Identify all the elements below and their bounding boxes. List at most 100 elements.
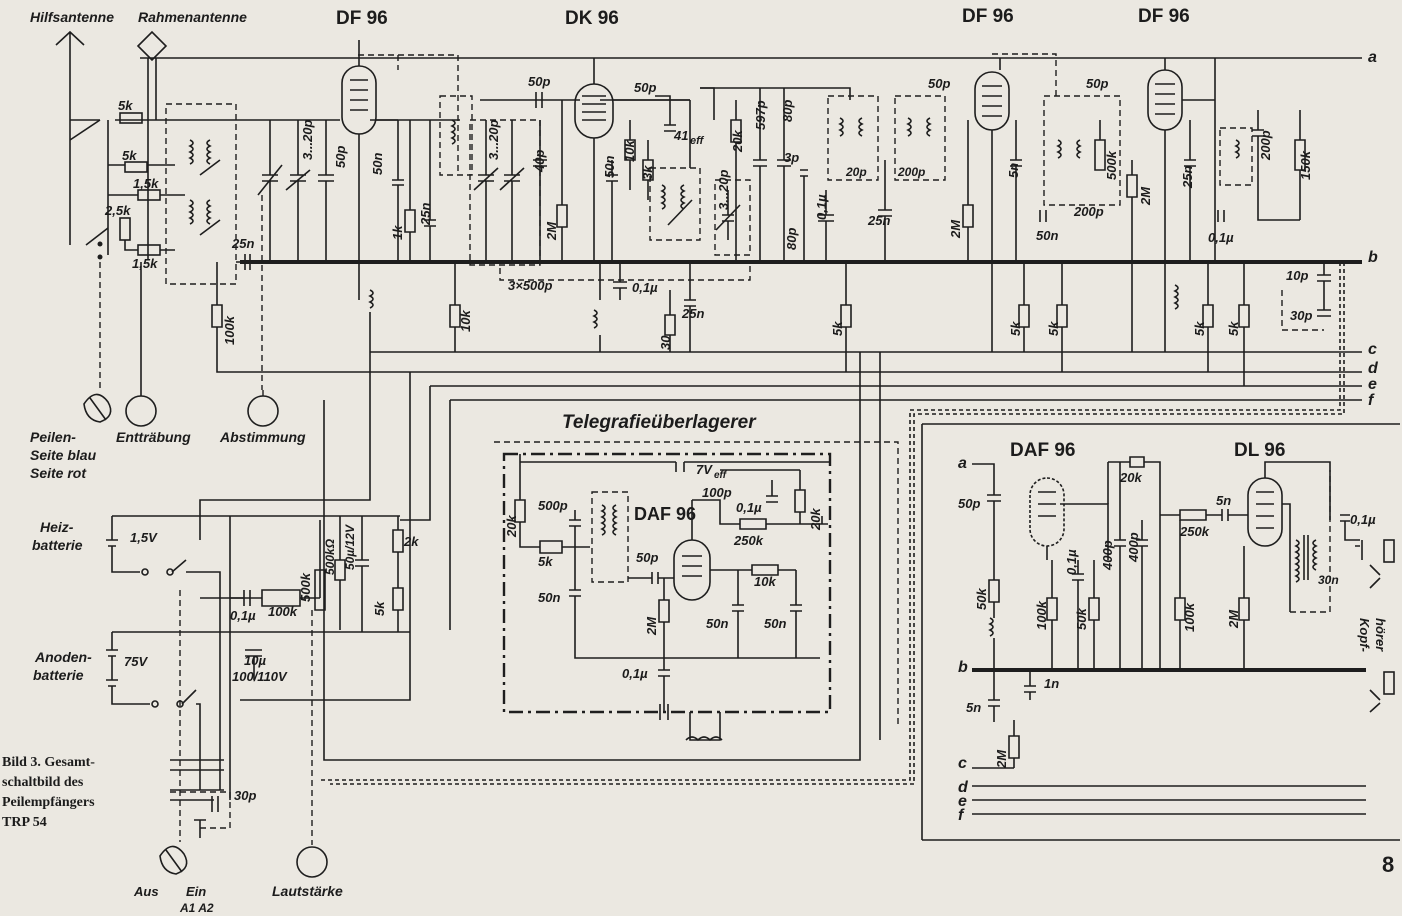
tuning-caps-1 (257, 120, 334, 390)
label-r20k-a: 20k (730, 130, 745, 153)
label-r10k-a: 10k (458, 310, 473, 332)
tube-label-daf96-bfo: DAF 96 (634, 504, 696, 524)
tube-label-df96-1: DF 96 (336, 8, 388, 29)
label-r10k-c: 10k (754, 574, 776, 589)
label-r5k-1: 5k (118, 98, 133, 113)
label-r2M-b: 2M (948, 219, 963, 239)
tube-df96-2 (974, 53, 1057, 131)
label-r500k-c: 500kΩ (323, 538, 337, 575)
label-r2M-f: 2M (994, 749, 1009, 769)
label-r250k-b: 250k (1179, 524, 1210, 539)
label-r500k: 500k (1104, 150, 1119, 180)
label-r5k-2: 5k (122, 148, 137, 163)
af-bus-e: e (958, 793, 967, 810)
caption-line-1: Bild 3. Gesamt- (2, 755, 95, 770)
volume-knob-icon[interactable] (296, 846, 328, 878)
label-eff: eff (690, 135, 705, 147)
label-r25k: 2,5k (104, 203, 131, 218)
caption-line-3: Peilempfängers (2, 795, 95, 810)
label-c10u: 10µ (244, 653, 266, 668)
label-c25n-a: 25n (231, 236, 254, 251)
label-r2M-c: 2M (1138, 186, 1153, 206)
label-r1k-a: 1k (390, 225, 405, 240)
af-bus-b: b (958, 659, 968, 676)
volume-label: Lautstärke (272, 883, 343, 899)
entstoerung-label: Entträbung (116, 429, 191, 445)
label-c10u-v: 100/110V (232, 669, 288, 684)
switch-off-label: Aus (133, 884, 159, 899)
bus-label-c: c (1368, 341, 1377, 358)
label-c80p-b: 80p (784, 228, 799, 250)
label-r3k: 3k (640, 165, 655, 180)
label-r5k-c: 5k (1046, 321, 1061, 336)
label-c50p-c: 50p (634, 80, 656, 95)
label-c01u-f: 0,1µ (230, 608, 256, 623)
label-c25n-d: 25n (867, 213, 890, 228)
label-c50n-e: 50n (706, 616, 728, 631)
label-c10p: 10p (1286, 268, 1308, 283)
label-c200p-b: 200p (1073, 204, 1104, 219)
af-bus-f: f (958, 807, 965, 824)
loop-antenna-label: Rahmenantenne (138, 9, 247, 25)
label-c25n-e: 25n (1180, 166, 1195, 189)
label-r2M-e: 2M (1226, 609, 1241, 629)
label-c500p: 500p (538, 498, 568, 513)
label-c400p-b: 400p (1126, 532, 1141, 563)
label-c3-20p-b: 3...20p (486, 119, 501, 160)
label-v41: 41 (673, 128, 688, 143)
label-r500k-b: 500k (298, 572, 313, 602)
label-c100p: 100p (702, 485, 732, 500)
bus-label-d: d (1368, 360, 1379, 377)
label-c400p-a: 400p (1100, 540, 1115, 571)
label-r10k-b: 10k (622, 140, 637, 162)
label-c50p-g: 50p (958, 496, 980, 511)
label-r20k-c: 20k (808, 508, 823, 531)
label-c50n-f: 50n (764, 616, 786, 631)
label-c01u-b: 0,1µ (632, 280, 658, 295)
label-c30p: 30p (1290, 308, 1312, 323)
label-r150k: 150k (1298, 150, 1313, 180)
label-c01u-g: 0,1µ (1064, 549, 1079, 575)
tube-label-df96-3: DF 96 (1138, 6, 1190, 27)
bus-label-f: f (1368, 392, 1375, 409)
label-c01u-e: 0,1µ (622, 666, 648, 681)
label-c5n-c: 5n (966, 700, 981, 715)
label-r50k-b: 50k (1074, 608, 1089, 630)
tube-label-df96-2: DF 96 (962, 6, 1014, 27)
label-eff2: eff (714, 470, 728, 481)
label-r2M-d: 2M (644, 616, 659, 636)
label-c50n-d: 50n (538, 590, 560, 605)
headphone-jack-1-icon (1369, 539, 1395, 589)
label-r5k-e: 5k (1226, 321, 1241, 336)
label-r15k-b: 1,5k (132, 256, 158, 271)
caption-line-2: schaltbild des (2, 775, 84, 790)
bus-label-a: a (1368, 49, 1377, 66)
label-v7: 7V (696, 462, 713, 477)
label-c50n-c: 50n (1036, 228, 1058, 243)
bus-label-e: e (1368, 376, 1377, 393)
heiz-battery-symbol (106, 515, 400, 790)
entstoerung-knob-icon[interactable] (125, 262, 157, 427)
bfo-box-border (502, 452, 832, 714)
label-c50u: 50µ/12V (343, 524, 357, 570)
af-bus-c: c (958, 755, 967, 772)
label-c50p-b: 50p (528, 74, 550, 89)
label-r250k-a: 250k (733, 533, 764, 548)
heiz-battery-label-1: Heiz- (40, 519, 74, 535)
tube-daf96-af (1029, 477, 1065, 560)
antenna-input-section (69, 103, 255, 285)
tube-df96-3 (1147, 58, 1183, 131)
abstimmung-label: Abstimmung (219, 429, 306, 445)
label-c40p: 40p (532, 150, 547, 173)
label-c3p: 3p (784, 150, 799, 165)
on-off-knob-icon[interactable] (159, 845, 188, 875)
label-c1n: 1n (1044, 676, 1059, 691)
abstimmung-knob-icon[interactable] (247, 390, 279, 427)
label-r15k: 1,5k (133, 176, 159, 191)
bfo-box-title: Telegrafieüberlagerer (562, 412, 757, 433)
peilen-label-3: Seite rot (30, 465, 87, 481)
tube-dk96 (574, 58, 614, 139)
peilen-knob-icon[interactable] (83, 393, 112, 423)
label-c3-20p-a: 3...20p (300, 119, 315, 160)
